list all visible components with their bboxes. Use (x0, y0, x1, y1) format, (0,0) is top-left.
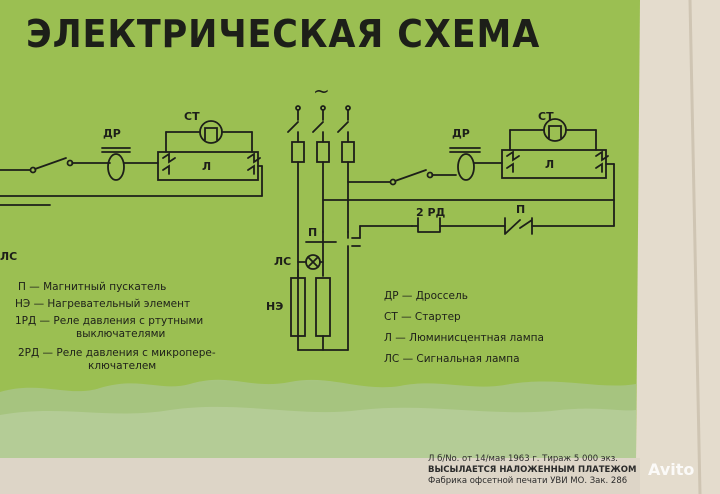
page-title: ЭЛЕКТРИЧЕСКАЯ СХЕМА (26, 12, 541, 56)
signal-lamp-label: ЛС (274, 255, 292, 268)
starter-contact-label: П (516, 203, 526, 216)
left-lamp-circuit (0, 120, 263, 206)
lamp-label-left: Л (202, 160, 212, 173)
legend-right-item: Л — Люминисцентная лампа (384, 332, 544, 344)
lamp-label-right: Л (545, 158, 555, 171)
legend-left-item: 1РД — Реле давления с ртутными (15, 315, 204, 327)
choke-label-left: ДР (103, 127, 121, 140)
legend-right-item: ЛС — Сигнальная лампа (384, 353, 520, 365)
signal-lamp-label-edge: ЛС (0, 250, 18, 263)
legend-left-item: П — Магнитный пускатель (18, 281, 167, 293)
starter-and-heaters (290, 231, 361, 351)
legend-right-item: СТ — Стартер (384, 311, 461, 323)
heater-label: НЭ (266, 300, 284, 313)
legend-right-item: ДР — Дроссель (384, 290, 468, 302)
imprint-line: Л б/No. от 14/мая 1963 г. Тираж 5 000 эк… (428, 454, 618, 464)
supply-tilde: ~ (313, 79, 330, 103)
legend-left-item: 2РД — Реле давления с микропере- (18, 347, 216, 359)
foliage-band (0, 379, 636, 460)
legend-right: ДР — Дроссель СТ — Стартер Л — Люминисце… (384, 290, 544, 366)
supply-switches (287, 105, 355, 351)
publisher-imprint: Л б/No. от 14/мая 1963 г. Тираж 5 000 эк… (428, 454, 636, 487)
green-panel (0, 0, 640, 460)
legend-left: П — Магнитный пускатель НЭ — Нагреватель… (15, 281, 216, 373)
starter-label-left: СТ (184, 110, 200, 123)
choke-label-right: ДР (452, 127, 470, 140)
pressure-relay-2-label: 2 РД (416, 206, 446, 219)
right-lamp-circuit (322, 118, 615, 239)
magnetic-starter-label: П (308, 226, 318, 239)
starter-label-right: СТ (538, 110, 554, 123)
imprint-line: Фабрика офсетной печати УВИ МО. Зак. 286 (428, 476, 628, 486)
watermark: Avito (648, 460, 695, 479)
legend-left-item: ключателем (88, 360, 157, 372)
legend-left-item: НЭ — Нагревательный элемент (15, 298, 191, 310)
legend-left-item: выключателями (76, 328, 166, 340)
imprint-line: ВЫСЫЛАЕТСЯ НАЛОЖЕННЫМ ПЛАТЕЖОМ (428, 465, 637, 475)
